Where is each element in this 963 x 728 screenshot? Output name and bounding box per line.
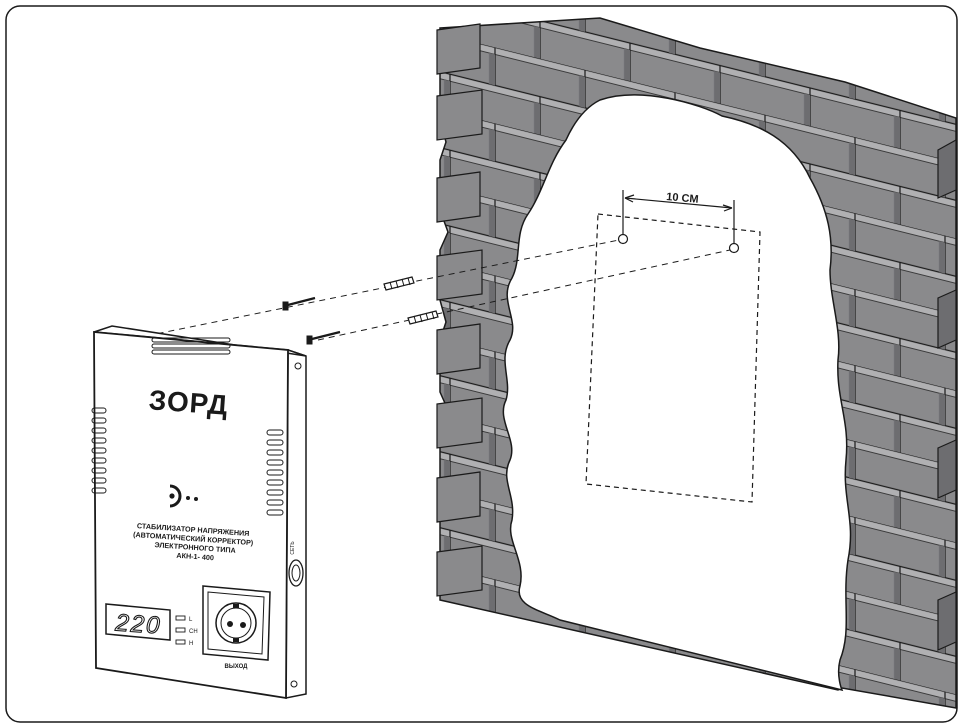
- hole-spacing-label: 10 CM: [666, 191, 699, 206]
- mounting-hole-right: [728, 242, 740, 254]
- indicator-lights: L CH H: [175, 615, 198, 647]
- wall-plug-upper: [383, 276, 415, 291]
- right-vents: [266, 429, 284, 516]
- device-footprint-outline: [585, 213, 761, 503]
- screw-lower: [306, 330, 341, 345]
- description-line-4: АКН-1- 400: [176, 551, 214, 563]
- display-value: 220: [114, 609, 163, 639]
- brand-emblem-icon: [169, 484, 198, 508]
- plaster-area: [502, 94, 852, 692]
- mounting-hole-left: [617, 233, 629, 245]
- indicator-label-l: L: [189, 617, 193, 623]
- power-switch: СЕТЬ: [288, 541, 304, 587]
- indicator-label-ch: CH: [189, 629, 198, 635]
- brand-logo: ЗОРД: [148, 384, 230, 420]
- device-screw-top: [294, 362, 302, 370]
- stabilizer-device: ЗОРД СТАБИЛИЗАТОР НАПРЯЖЕНИЯ (АВТОМАТИЧЕ…: [91, 325, 307, 700]
- indicator-label-h: H: [189, 641, 193, 647]
- voltage-display: 220: [105, 603, 171, 641]
- top-vents: [151, 337, 231, 355]
- switch-label: СЕТЬ: [290, 541, 296, 555]
- screw-upper: [282, 296, 316, 311]
- alignment-lines: [135, 239, 731, 341]
- device-screw-bottom: [290, 680, 298, 688]
- socket-label: ВЫХОД: [225, 664, 249, 670]
- wall-plug-lower: [407, 310, 439, 325]
- output-socket: ВЫХОД: [202, 585, 271, 670]
- left-vents: [91, 407, 107, 494]
- dimension-line: [622, 190, 735, 243]
